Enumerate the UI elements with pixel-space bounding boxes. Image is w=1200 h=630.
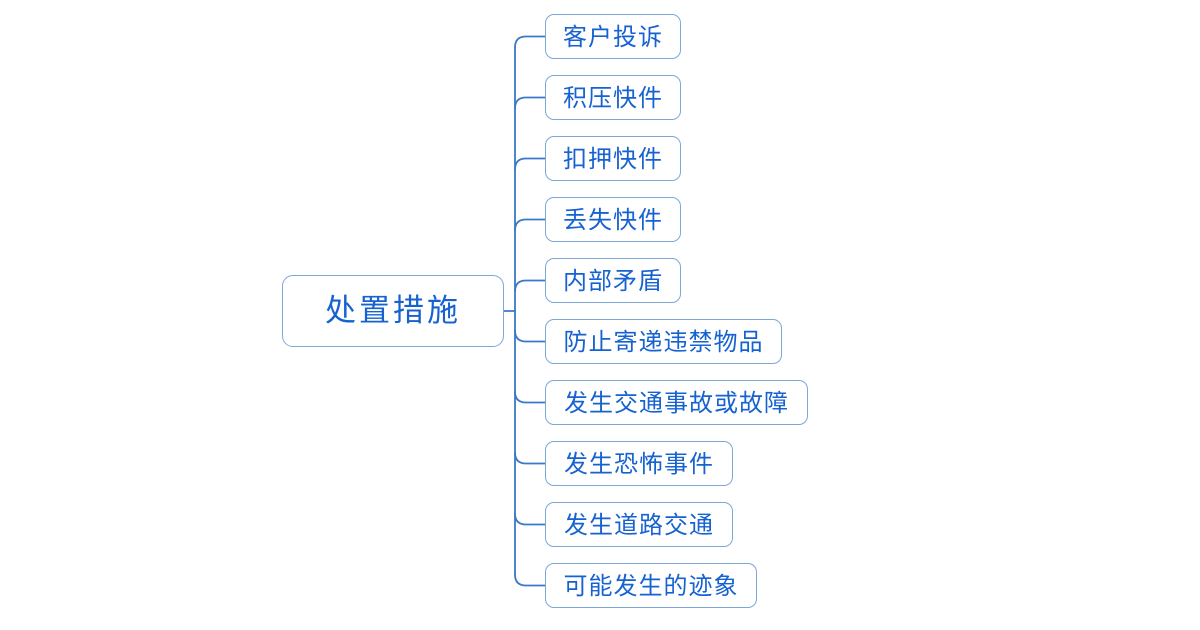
- branch-connector-4: [514, 218, 546, 232]
- child-node-4-label: 丢失快件: [563, 205, 663, 234]
- branch-connector-3: [514, 157, 546, 171]
- branch-connector-2: [514, 96, 546, 110]
- child-node-7[interactable]: 发生交通事故或故障: [545, 380, 808, 425]
- child-node-10[interactable]: 可能发生的迹象: [545, 563, 757, 608]
- child-node-10-label: 可能发生的迹象: [563, 571, 739, 600]
- branch-connector-1: [514, 35, 546, 49]
- root-node-label: 处置措施: [325, 292, 461, 329]
- child-node-6-label: 防止寄递违禁物品: [563, 327, 764, 356]
- branch-connector-9: [514, 512, 546, 526]
- branch-connector-10: [514, 573, 546, 587]
- child-node-7-label: 发生交通事故或故障: [564, 388, 789, 417]
- child-node-1-label: 客户投诉: [563, 22, 663, 51]
- child-node-2-label: 积压快件: [563, 83, 663, 112]
- branch-connector-7: [514, 390, 546, 404]
- child-node-2[interactable]: 积压快件: [545, 75, 681, 120]
- child-node-8-label: 发生恐怖事件: [564, 449, 714, 478]
- branch-connector-8: [514, 451, 546, 465]
- child-node-8[interactable]: 发生恐怖事件: [545, 441, 733, 486]
- child-node-3[interactable]: 扣押快件: [545, 136, 681, 181]
- branch-connector-6: [514, 329, 546, 343]
- child-node-9-label: 发生道路交通: [564, 510, 714, 539]
- child-node-9[interactable]: 发生道路交通: [545, 502, 733, 547]
- child-node-3-label: 扣押快件: [563, 144, 663, 173]
- branch-connector-5: [514, 279, 546, 293]
- child-node-5-label: 内部矛盾: [563, 266, 663, 295]
- child-node-4[interactable]: 丢失快件: [545, 197, 681, 242]
- child-node-6[interactable]: 防止寄递违禁物品: [545, 319, 782, 364]
- child-node-1[interactable]: 客户投诉: [545, 14, 681, 59]
- root-node[interactable]: 处置措施: [282, 275, 504, 347]
- child-node-5[interactable]: 内部矛盾: [545, 258, 681, 303]
